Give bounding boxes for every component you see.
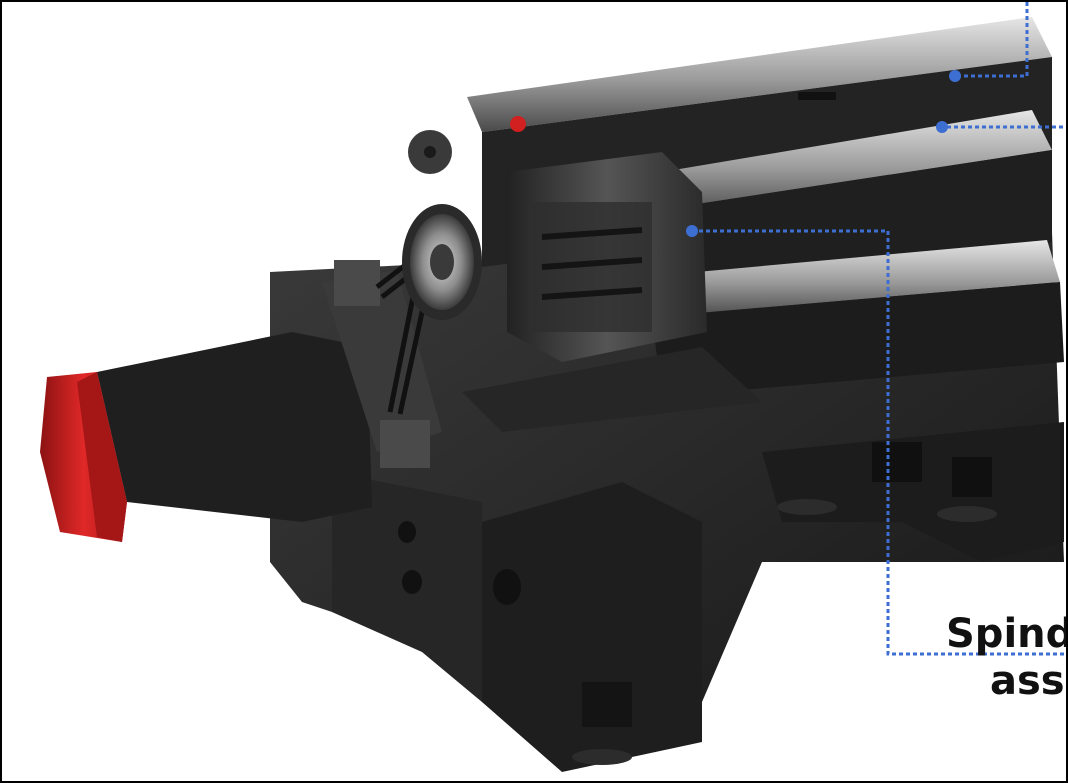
callout-dot-spindle [686,225,698,237]
callout-label-line1: Spind [946,611,1068,657]
callout-line-top [955,2,1029,78]
callout-markers [686,70,961,237]
tailstock-guard [40,332,372,542]
spindle-head [402,130,762,432]
callout-line-spindle [692,229,1066,656]
callout-dot-top [949,70,961,82]
callout-lines [692,2,1066,656]
callout-dot-rail [936,121,948,133]
callout-label-line2: ass [990,658,1065,704]
